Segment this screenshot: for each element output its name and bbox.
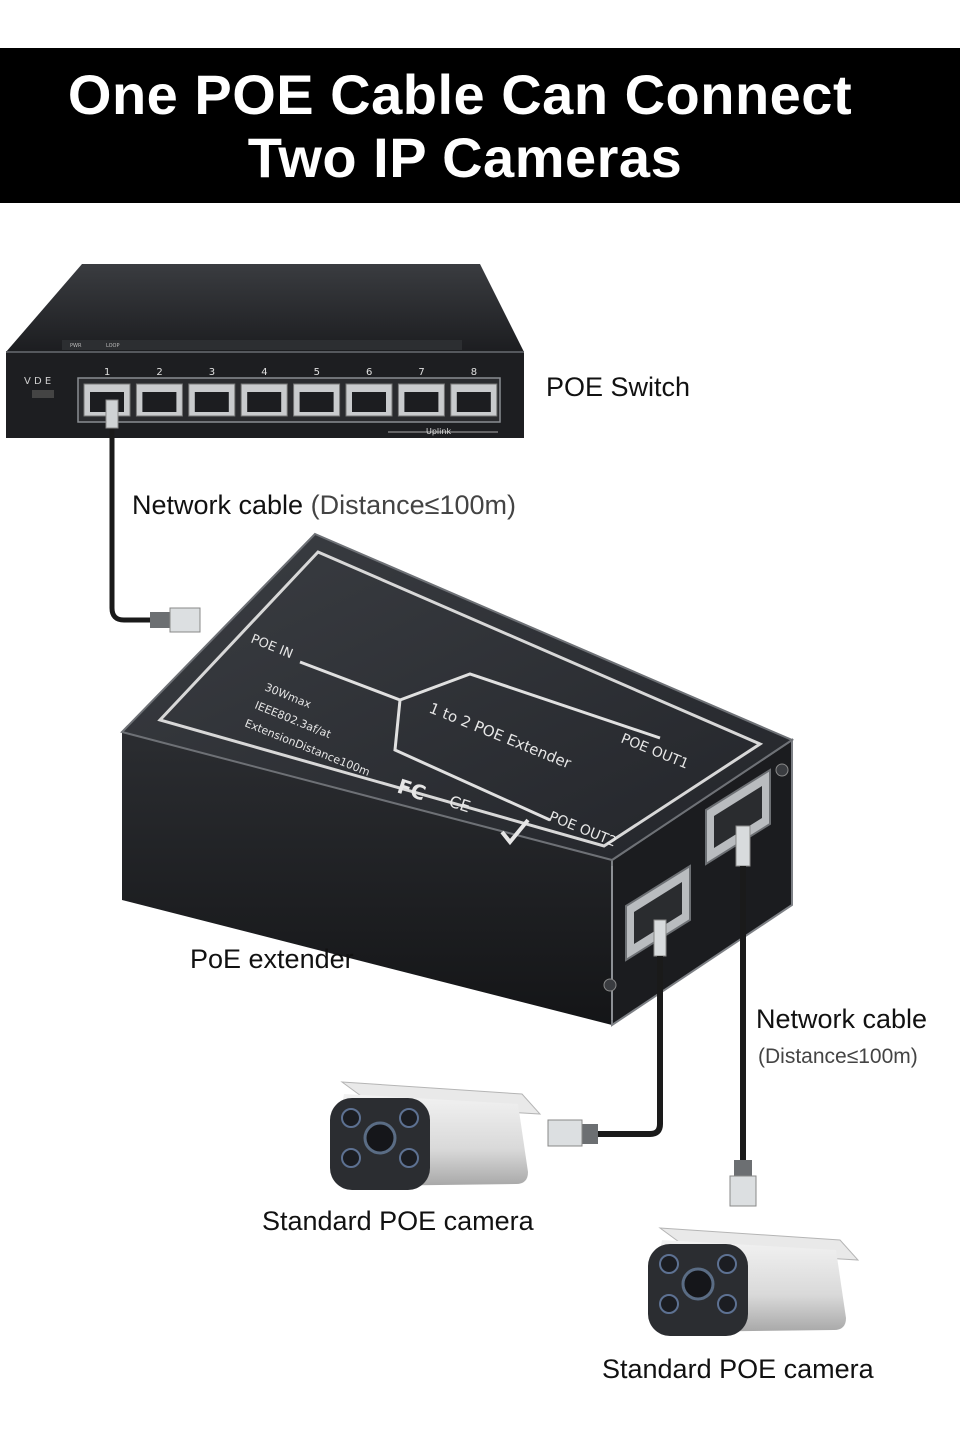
port-number-1: 1: [104, 367, 110, 378]
rj45-plug-icon: [547, 1119, 583, 1147]
camera-right: [648, 1227, 860, 1336]
ir-led-icon: [717, 1254, 737, 1274]
port-number-2: 2: [156, 367, 162, 378]
ir-led-icon: [659, 1294, 679, 1314]
poe-extender: POE IN POE OUT1 POE OUT2 1 to 2 POE Exte…: [120, 532, 795, 1027]
label-camera-left: Standard POE camera: [262, 1206, 534, 1236]
ir-led-icon: [659, 1254, 679, 1274]
label-cable-top-distance: (Distance≤100m): [310, 490, 516, 520]
port-number-8: 8: [471, 367, 477, 378]
network-cable-top: [105, 399, 201, 633]
network-cable-left-camera: [547, 919, 667, 1147]
label-poe-extender: PoE extender: [190, 944, 354, 974]
ir-led-icon: [717, 1294, 737, 1314]
port-number-7: 7: [418, 367, 424, 378]
screw-icon: [775, 763, 789, 777]
rohs-check-icon: [500, 818, 530, 846]
rj45-port-opening: [404, 392, 439, 412]
rj45-port-opening: [352, 392, 386, 412]
label-cable-top: Network cable (Distance≤100m): [132, 490, 516, 521]
ir-led-icon: [399, 1148, 419, 1168]
ir-led-icon: [399, 1108, 419, 1128]
ir-led-icon: [341, 1148, 361, 1168]
label-cable-right-main: Network cable: [756, 1004, 928, 1034]
port-number-6: 6: [366, 367, 372, 378]
rj45-port-opening: [247, 392, 282, 412]
label-poe-switch: POE Switch: [546, 372, 691, 402]
camera-lens-icon: [363, 1121, 397, 1155]
rj45-plug-icon: [105, 399, 119, 429]
title-line-2: Two IP Cameras: [247, 126, 683, 189]
led-label-loop: LOOP: [106, 343, 120, 349]
title-line-1: One POE Cable Can Connect: [67, 63, 853, 126]
port-number-3: 3: [209, 367, 215, 378]
extender-port-out1: [705, 768, 771, 866]
screw-icon: [603, 978, 617, 992]
rj45-port-opening: [456, 392, 491, 412]
label-cable-right-distance: (Distance≤100m): [758, 1045, 918, 1068]
camera-left: [330, 1081, 542, 1190]
rj45-port-opening: [194, 392, 229, 412]
rj45-plug-icon: [169, 607, 201, 633]
label-camera-right: Standard POE camera: [602, 1354, 874, 1384]
title-banner: One POE Cable Can Connect Two IP Cameras: [0, 48, 960, 203]
switch-brand: V D E: [24, 376, 51, 387]
poe-switch: PWR LOOP V D E 1 2 3 4 5 6 7 8 Uplink: [6, 264, 524, 438]
rj45-plug-icon: [653, 919, 667, 957]
rj45-plug-icon: [729, 1175, 757, 1207]
port-number-4: 4: [261, 367, 267, 378]
rj45-plug-icon: [735, 825, 751, 867]
uplink-label: Uplink: [426, 427, 451, 436]
label-cable-top-main: Network cable: [132, 490, 304, 520]
led-label-pwr: PWR: [70, 343, 82, 349]
switch-top: [6, 264, 524, 352]
ir-led-icon: [341, 1108, 361, 1128]
rj45-port-opening: [299, 392, 334, 412]
rj45-port-opening: [142, 392, 177, 412]
port-number-5: 5: [314, 367, 320, 378]
network-cable-right-camera: [729, 825, 757, 1207]
camera-lens-icon: [681, 1267, 715, 1301]
extender-port-out2: [625, 864, 691, 962]
